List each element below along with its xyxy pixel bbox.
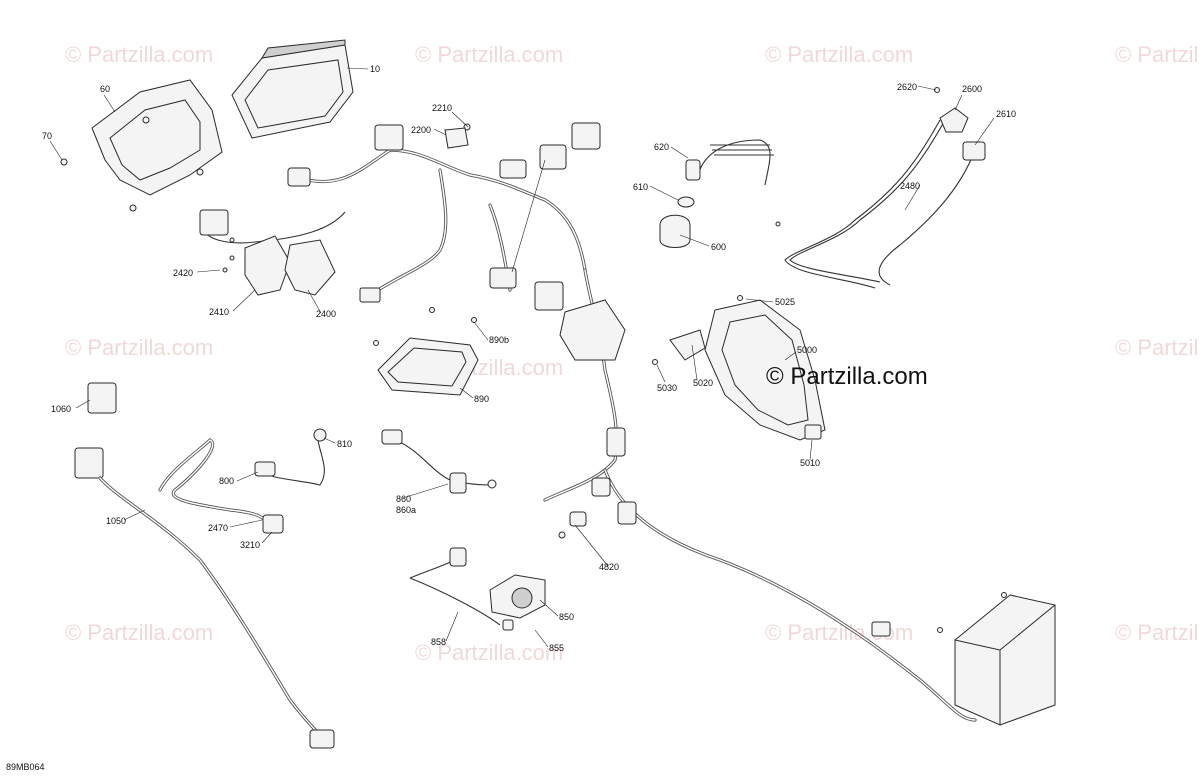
callout-70: 70 [42, 131, 52, 141]
callout-610: 610 [633, 182, 648, 192]
callout-810: 810 [337, 439, 352, 449]
callout-60: 60 [100, 84, 110, 94]
callout-860a: 860a [396, 505, 416, 515]
fastener-group [444, 123, 587, 539]
callout-5030: 5030 [657, 383, 677, 393]
watermark: © Partzilla.com [1115, 620, 1200, 645]
callout-1050: 1050 [106, 516, 126, 526]
callout-850: 850 [559, 612, 574, 622]
callout-2200: 2200 [411, 125, 431, 135]
callout-5025: 5025 [775, 297, 795, 307]
callout-2410: 2410 [209, 307, 229, 317]
callout-890b: 890b [489, 335, 509, 345]
instrument-cluster [231, 39, 354, 139]
right-cable-assembly [775, 87, 986, 289]
callout-labels: 10 60 70 2210 2200 620 610 600 2620 2600… [42, 64, 1016, 653]
callout-5000: 5000 [797, 345, 817, 355]
callout-2480: 2480 [900, 181, 920, 191]
callout-4820: 4820 [599, 562, 619, 572]
callout-5010: 5010 [800, 458, 820, 468]
figure-code: 89MB064 [6, 762, 45, 772]
ecm-module [652, 295, 826, 441]
sensor-cable [659, 139, 774, 248]
storage-tray [373, 307, 479, 396]
callout-858: 858 [431, 637, 446, 647]
callout-855: 855 [549, 643, 564, 653]
callout-2400: 2400 [316, 309, 336, 319]
cluster-bracket [60, 79, 223, 212]
callout-890: 890 [474, 394, 489, 404]
callout-2620: 2620 [897, 82, 917, 92]
battery [871, 592, 1056, 726]
leader-lines [49, 67, 995, 648]
callout-620: 620 [654, 142, 669, 152]
center-watermark: © Partzilla.com [766, 363, 928, 390]
callout-2210: 2210 [432, 103, 452, 113]
callout-600: 600 [711, 242, 726, 252]
callout-2470: 2470 [208, 523, 228, 533]
callout-3210: 3210 [240, 540, 260, 550]
switch-850 [409, 547, 546, 631]
watermark: © Partzilla.com [415, 640, 563, 665]
watermark: © Partzilla.com [1115, 42, 1200, 67]
watermark: © Partzilla.com [65, 42, 213, 67]
callout-2600: 2600 [962, 84, 982, 94]
callout-5020: 5020 [693, 378, 713, 388]
callout-2610: 2610 [996, 109, 1016, 119]
callout-860: 860 [396, 494, 411, 504]
watermark: © Partzilla.com [415, 42, 563, 67]
watermark: © Partzilla.com [65, 620, 213, 645]
watermark: © Partzilla.com [765, 42, 913, 67]
sensor-860 [381, 429, 497, 494]
switch-assembly [199, 209, 346, 296]
watermark: © Partzilla.com [1115, 335, 1200, 360]
left-harness [74, 382, 335, 749]
callout-1060: 1060 [51, 404, 71, 414]
callout-10: 10 [370, 64, 380, 74]
watermark-group: © Partzilla.com © Partzilla.com © Partzi… [65, 42, 1200, 665]
callout-2420: 2420 [173, 268, 193, 278]
watermark: © Partzilla.com [765, 620, 913, 645]
watermark: © Partzilla.com [65, 335, 213, 360]
callout-800: 800 [219, 476, 234, 486]
main-harness [287, 122, 977, 722]
mid-left-harness [158, 428, 327, 534]
